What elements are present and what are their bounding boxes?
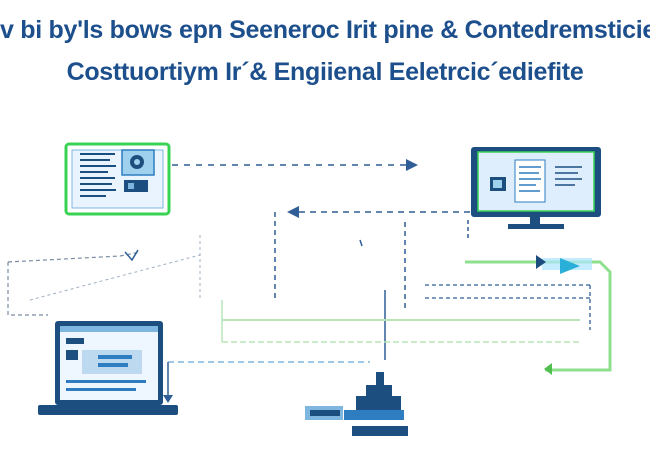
- frame-arrow-head: [560, 258, 580, 274]
- title-line-1: v bi by'ls bows epn Seeneroc Irit pine &…: [0, 16, 650, 44]
- monitor-neck: [530, 217, 540, 225]
- desktop-monitor[interactable]: [471, 147, 601, 229]
- left-chevron: [124, 249, 139, 262]
- laptop[interactable]: [38, 321, 178, 415]
- left-bracket: [7, 262, 48, 316]
- frame-icon: [465, 260, 612, 372]
- machine-icon: [305, 372, 408, 436]
- monitor-base: [508, 224, 564, 229]
- connectors: [7, 159, 591, 403]
- server-machine[interactable]: [305, 372, 408, 436]
- frame-return-arrow: [544, 363, 552, 375]
- monitor-icon: [490, 159, 582, 203]
- laptop-icon: [60, 326, 158, 391]
- laptop-base: [38, 405, 178, 415]
- document-panel[interactable]: [64, 142, 171, 216]
- tick-mark: [359, 239, 363, 247]
- title-line-2: Costtuortiym Ir´& Engiienal Eeletrcic´ed…: [66, 58, 584, 86]
- document-text-lines: [80, 153, 116, 197]
- frame-arrow-head-2: [536, 255, 546, 269]
- green-loop-frame: [465, 255, 612, 375]
- faint-link-1: [29, 254, 201, 301]
- document-panel-frame: [64, 142, 171, 216]
- left-diagonal: [7, 251, 141, 263]
- laptop-drop-arrow: [163, 395, 173, 403]
- document-icon: [121, 149, 155, 192]
